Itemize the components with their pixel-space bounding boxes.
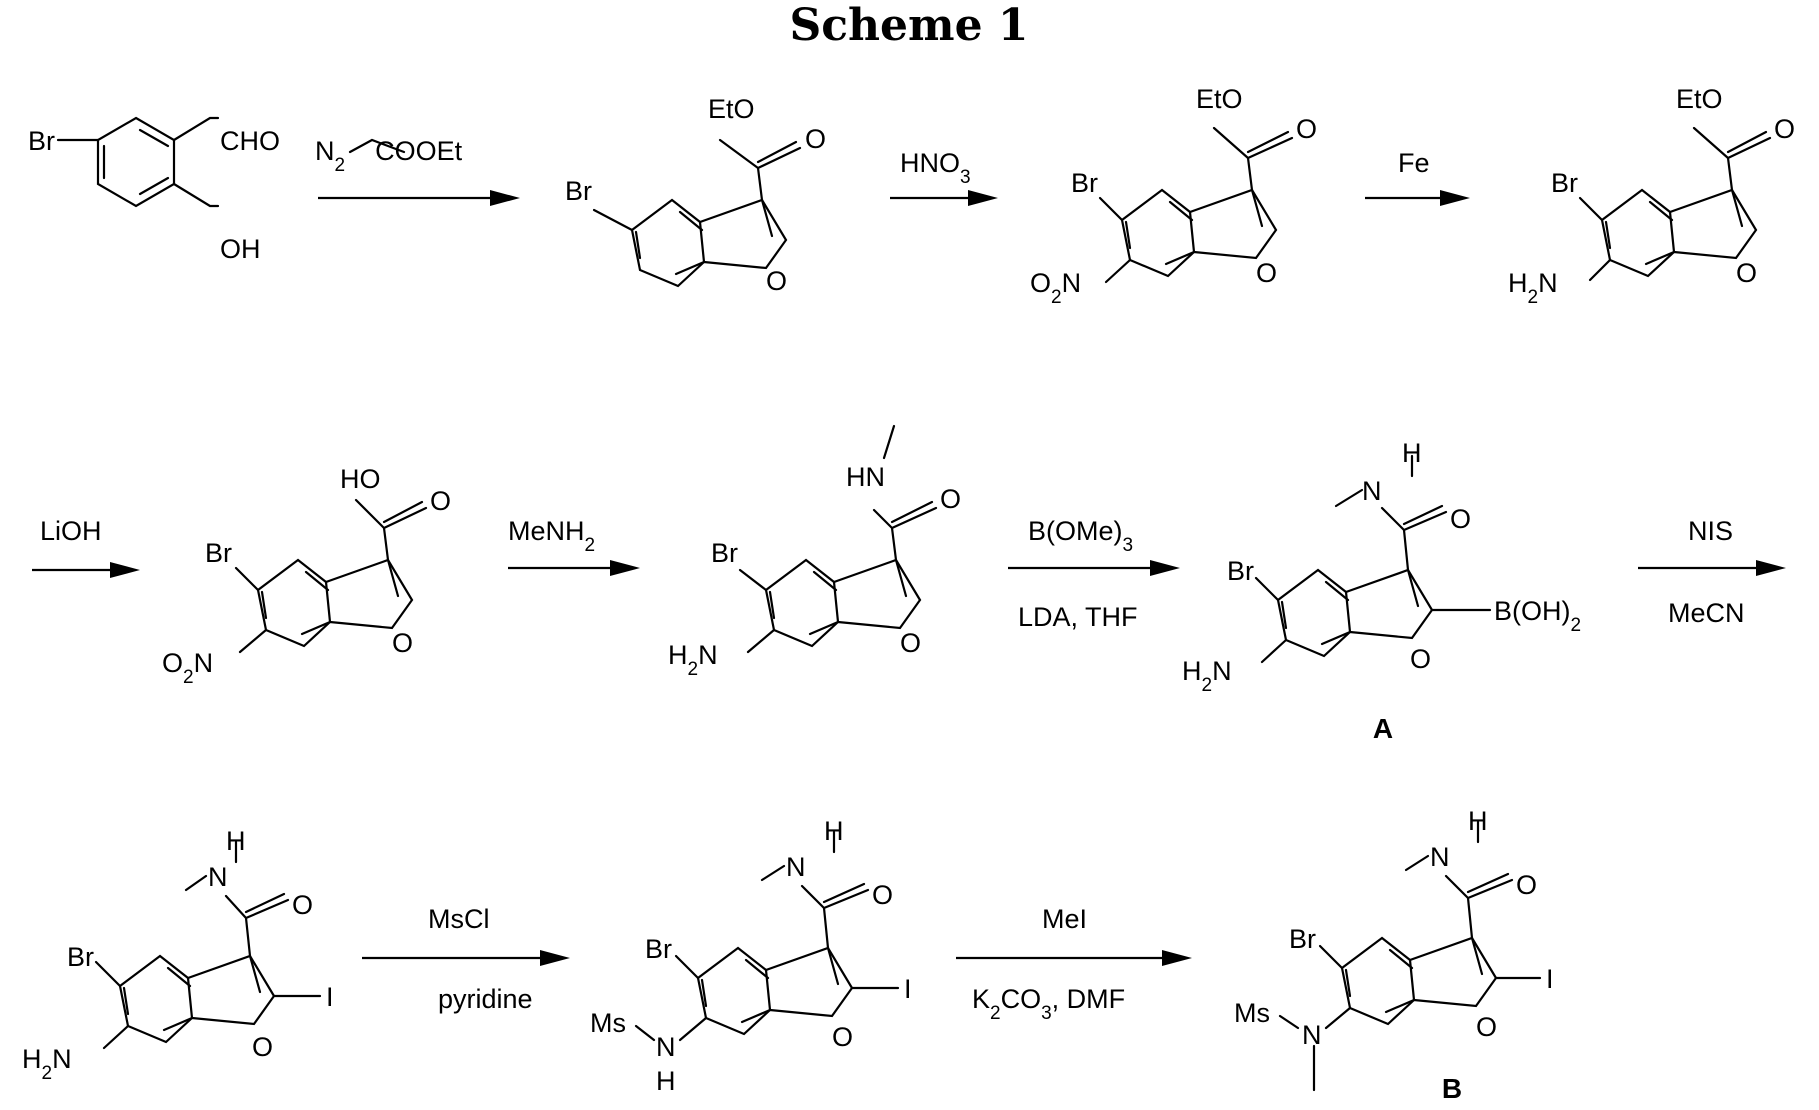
atom-br: Br bbox=[205, 538, 232, 568]
atom-n: N bbox=[1362, 476, 1382, 506]
compound-label-a: A bbox=[1373, 713, 1393, 744]
reagent-mscl: MsCl bbox=[428, 904, 490, 934]
atom-n-sulfonamide: N bbox=[656, 1032, 676, 1062]
arrow-8: MsCl pyridine bbox=[362, 904, 570, 1014]
atom-n: N bbox=[208, 862, 228, 892]
atom-o-furan: O bbox=[392, 628, 413, 658]
atom-br: Br bbox=[1289, 924, 1316, 954]
atom-o-furan: O bbox=[252, 1032, 273, 1062]
atom-o-carbonyl: O bbox=[430, 486, 451, 516]
atom-o-carbonyl: O bbox=[1516, 870, 1537, 900]
compound-amino-amide: Br H2N HN O O bbox=[668, 426, 961, 680]
atom-n-sulfonamide: N bbox=[1302, 1020, 1322, 1050]
atom-cho: CHO bbox=[220, 126, 280, 156]
atom-n: N bbox=[786, 852, 806, 882]
atom-o-furan: O bbox=[1476, 1012, 1497, 1042]
arrow-3: Fe bbox=[1365, 148, 1470, 206]
reagent-lithium-hydroxide: LiOH bbox=[40, 516, 102, 546]
atom-oh: OH bbox=[220, 234, 261, 264]
atom-h-sulfonamide: H bbox=[656, 1066, 676, 1096]
atom-o2n: O2N bbox=[162, 648, 213, 688]
compound-iodo-amine: Br H2N H N O O I bbox=[22, 826, 334, 1084]
atom-br: Br bbox=[28, 126, 55, 156]
atom-br: Br bbox=[1227, 556, 1254, 586]
atom-ms: Ms bbox=[590, 1008, 626, 1038]
arrow-1: N2COOEt bbox=[315, 136, 520, 206]
compound-amino-ester: Br H2N EtO O O bbox=[1508, 84, 1795, 308]
atom-o-furan: O bbox=[832, 1022, 853, 1052]
atom-eto: EtO bbox=[1676, 84, 1723, 114]
atom-o-furan: O bbox=[900, 628, 921, 658]
atom-i: I bbox=[1546, 964, 1554, 994]
compound-nitro-acid: Br O2N HO O O bbox=[162, 464, 451, 688]
atom-o-carbonyl: O bbox=[292, 890, 313, 920]
atom-hn: HN bbox=[846, 462, 885, 492]
compound-label-b: B bbox=[1442, 1073, 1462, 1104]
atom-boh2: B(OH)2 bbox=[1494, 596, 1581, 636]
atom-h2n: H2N bbox=[22, 1044, 72, 1084]
arrow-9: MeI K2CO3, DMF bbox=[956, 904, 1192, 1024]
compound-mesylamide: Br Ms N H H N O O I bbox=[590, 816, 912, 1096]
compound-bromosalicylaldehyde: Br CHO OH bbox=[28, 118, 280, 264]
atom-n: N bbox=[1430, 842, 1450, 872]
atom-br: Br bbox=[565, 176, 592, 206]
compound-nitro-ester: Br O2N EtO O O bbox=[1030, 84, 1317, 308]
atom-o-carbonyl: O bbox=[1296, 114, 1317, 144]
reagent-methylamine: MeNH2 bbox=[508, 516, 595, 556]
atom-o-furan: O bbox=[1736, 258, 1757, 288]
atom-o-carbonyl: O bbox=[1450, 504, 1471, 534]
atom-o2n: O2N bbox=[1030, 268, 1081, 308]
compound-a-boronic-acid: Br H2N H N O O B(OH)2 A bbox=[1182, 438, 1581, 744]
arrow-4: LiOH bbox=[32, 516, 140, 578]
reagent-pyridine: pyridine bbox=[438, 984, 533, 1014]
atom-h: H bbox=[226, 826, 246, 856]
atom-br: Br bbox=[1551, 168, 1578, 198]
reagent-lda-thf: LDA, THF bbox=[1018, 602, 1138, 632]
reagent-nis: NIS bbox=[1688, 516, 1733, 546]
compound-ethyl-bromobenzofuran-carboxylate: Br EtO O O bbox=[565, 94, 826, 296]
reagent-mecn: MeCN bbox=[1668, 598, 1745, 628]
reagent-nitric-acid: HNO3 bbox=[900, 148, 971, 188]
atom-eto: EtO bbox=[1196, 84, 1243, 114]
atom-h: H bbox=[824, 816, 844, 846]
atom-ho: HO bbox=[340, 464, 381, 494]
atom-eto: EtO bbox=[708, 94, 755, 124]
reagent-mei: MeI bbox=[1042, 904, 1087, 934]
atom-br: Br bbox=[67, 942, 94, 972]
atom-o-furan: O bbox=[766, 266, 787, 296]
atom-ms: Ms bbox=[1234, 998, 1270, 1028]
atom-o-furan: O bbox=[1410, 644, 1431, 674]
atom-br: Br bbox=[645, 934, 672, 964]
atom-h2n: H2N bbox=[1182, 656, 1232, 696]
atom-h: H bbox=[1468, 806, 1488, 836]
atom-h2n: H2N bbox=[668, 640, 718, 680]
arrow-6: B(OMe)3 LDA, THF bbox=[1008, 516, 1180, 632]
atom-h2n: H2N bbox=[1508, 268, 1558, 308]
atom-br: Br bbox=[1071, 168, 1098, 198]
atom-o-furan: O bbox=[1256, 258, 1277, 288]
scheme-title: Scheme 1 bbox=[789, 0, 1028, 51]
reagent-ethyl-diazoacetate: N2COOEt bbox=[315, 136, 463, 176]
atom-o-carbonyl: O bbox=[872, 880, 893, 910]
arrow-7: NIS MeCN bbox=[1638, 516, 1786, 628]
atom-o-carbonyl: O bbox=[1774, 114, 1795, 144]
atom-br: Br bbox=[711, 538, 738, 568]
atom-i: I bbox=[904, 974, 912, 1004]
compound-b: Br Ms N H N O O I B bbox=[1234, 806, 1554, 1104]
atom-h: H bbox=[1402, 438, 1422, 468]
atom-o-carbonyl: O bbox=[805, 124, 826, 154]
reagent-iron: Fe bbox=[1398, 148, 1430, 178]
reagent-trimethyl-borate: B(OMe)3 bbox=[1028, 516, 1133, 556]
atom-i: I bbox=[326, 982, 334, 1012]
arrow-2: HNO3 bbox=[890, 148, 998, 206]
reagent-k2co3-dmf: K2CO3, DMF bbox=[972, 984, 1125, 1024]
atom-o-carbonyl: O bbox=[940, 484, 961, 514]
arrow-5: MeNH2 bbox=[508, 516, 640, 576]
